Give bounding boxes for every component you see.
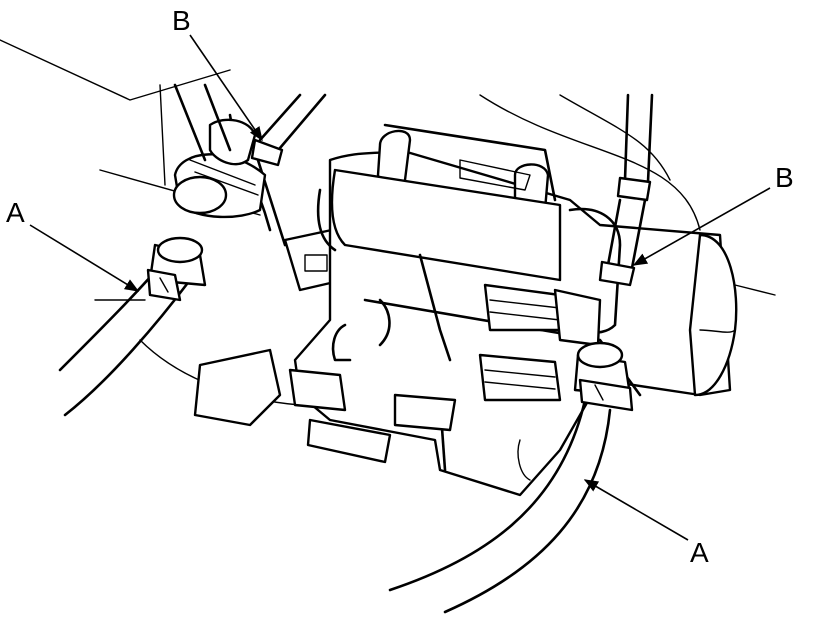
leader-lines: [29, 34, 771, 541]
hose-a-left: [58, 236, 207, 417]
electrical-connectors: [288, 283, 602, 432]
leader-b-right: [632, 187, 771, 266]
leader-b-top: [189, 34, 263, 142]
leader-a-right: [583, 479, 689, 541]
label-b-top: B: [172, 5, 191, 36]
valve-body: [228, 113, 738, 497]
upper-fitting: [172, 118, 267, 219]
hose-a-right: [388, 341, 634, 614]
engine-background: [0, 39, 776, 406]
label-b-right: B: [775, 162, 794, 193]
label-a-right: A: [690, 537, 709, 568]
leader-a-left: [29, 224, 140, 292]
label-a-left: A: [6, 197, 25, 228]
hose-b-left: [173, 83, 327, 167]
